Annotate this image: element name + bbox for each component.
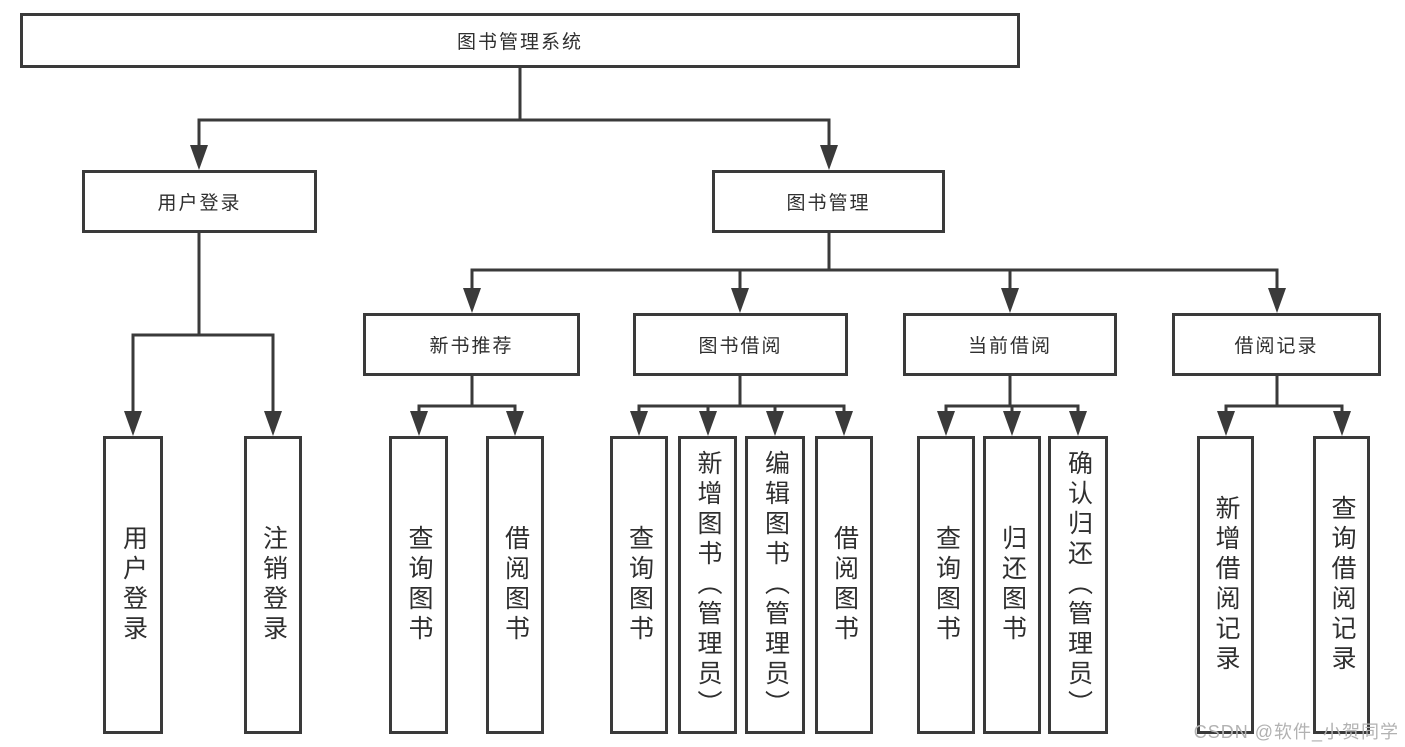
leaf-user-login: 用户登录 — [103, 436, 163, 734]
node-label: 用户登录 — [157, 193, 242, 214]
node-label: 图书管理 — [786, 193, 871, 214]
node-label: 确认归还（管理员） — [1064, 450, 1093, 720]
leaf-confirm-return-admin: 确认归还（管理员） — [1048, 436, 1108, 734]
node-new-book-recommendation: 新书推荐 — [363, 313, 580, 376]
node-label: 图书管理系统 — [456, 32, 583, 53]
leaf-edit-book-admin: 编辑图书（管理员） — [745, 436, 805, 734]
node-label: 新增借阅记录 — [1212, 495, 1240, 675]
leaf-add-book-admin: 新增图书（管理员） — [678, 436, 737, 734]
node-label: 注销登录 — [259, 525, 288, 645]
node-label: 查询图书 — [405, 525, 433, 645]
leaf-add-borrow-record: 新增借阅记录 — [1197, 436, 1254, 734]
node-label: 借阅记录 — [1234, 336, 1319, 357]
node-label: 图书借阅 — [698, 336, 783, 357]
leaf-logout: 注销登录 — [244, 436, 302, 734]
leaf-borrow-books-recommend: 借阅图书 — [486, 436, 544, 734]
node-book-management-module: 图书管理 — [712, 170, 945, 233]
node-label: 归还图书 — [998, 525, 1027, 645]
node-library-management-system: 图书管理系统 — [20, 13, 1020, 68]
node-label: 查询借阅记录 — [1328, 495, 1356, 675]
node-borrowing-records: 借阅记录 — [1172, 313, 1381, 376]
node-label: 查询图书 — [932, 525, 961, 645]
node-current-borrowing: 当前借阅 — [903, 313, 1117, 376]
node-book-borrowing: 图书借阅 — [633, 313, 848, 376]
node-label: 新增图书（管理员） — [694, 450, 722, 720]
node-label: 借阅图书 — [830, 525, 859, 645]
leaf-query-books-borrow: 查询图书 — [610, 436, 668, 734]
node-label: 编辑图书（管理员） — [761, 450, 790, 720]
node-label: 当前借阅 — [967, 336, 1052, 357]
leaf-return-book: 归还图书 — [983, 436, 1041, 734]
csdn-watermark: CSDN @软件_小贺同学 — [1193, 722, 1399, 742]
node-user-login-module: 用户登录 — [82, 170, 317, 233]
leaf-query-books-recommend: 查询图书 — [389, 436, 448, 734]
leaf-query-books-current: 查询图书 — [917, 436, 975, 734]
node-label: 用户登录 — [119, 525, 148, 645]
leaf-query-borrow-record: 查询借阅记录 — [1313, 436, 1370, 734]
node-label: 借阅图书 — [501, 525, 530, 645]
leaf-borrow-book: 借阅图书 — [815, 436, 873, 734]
node-label: 新书推荐 — [429, 336, 514, 357]
node-label: 查询图书 — [625, 525, 654, 645]
